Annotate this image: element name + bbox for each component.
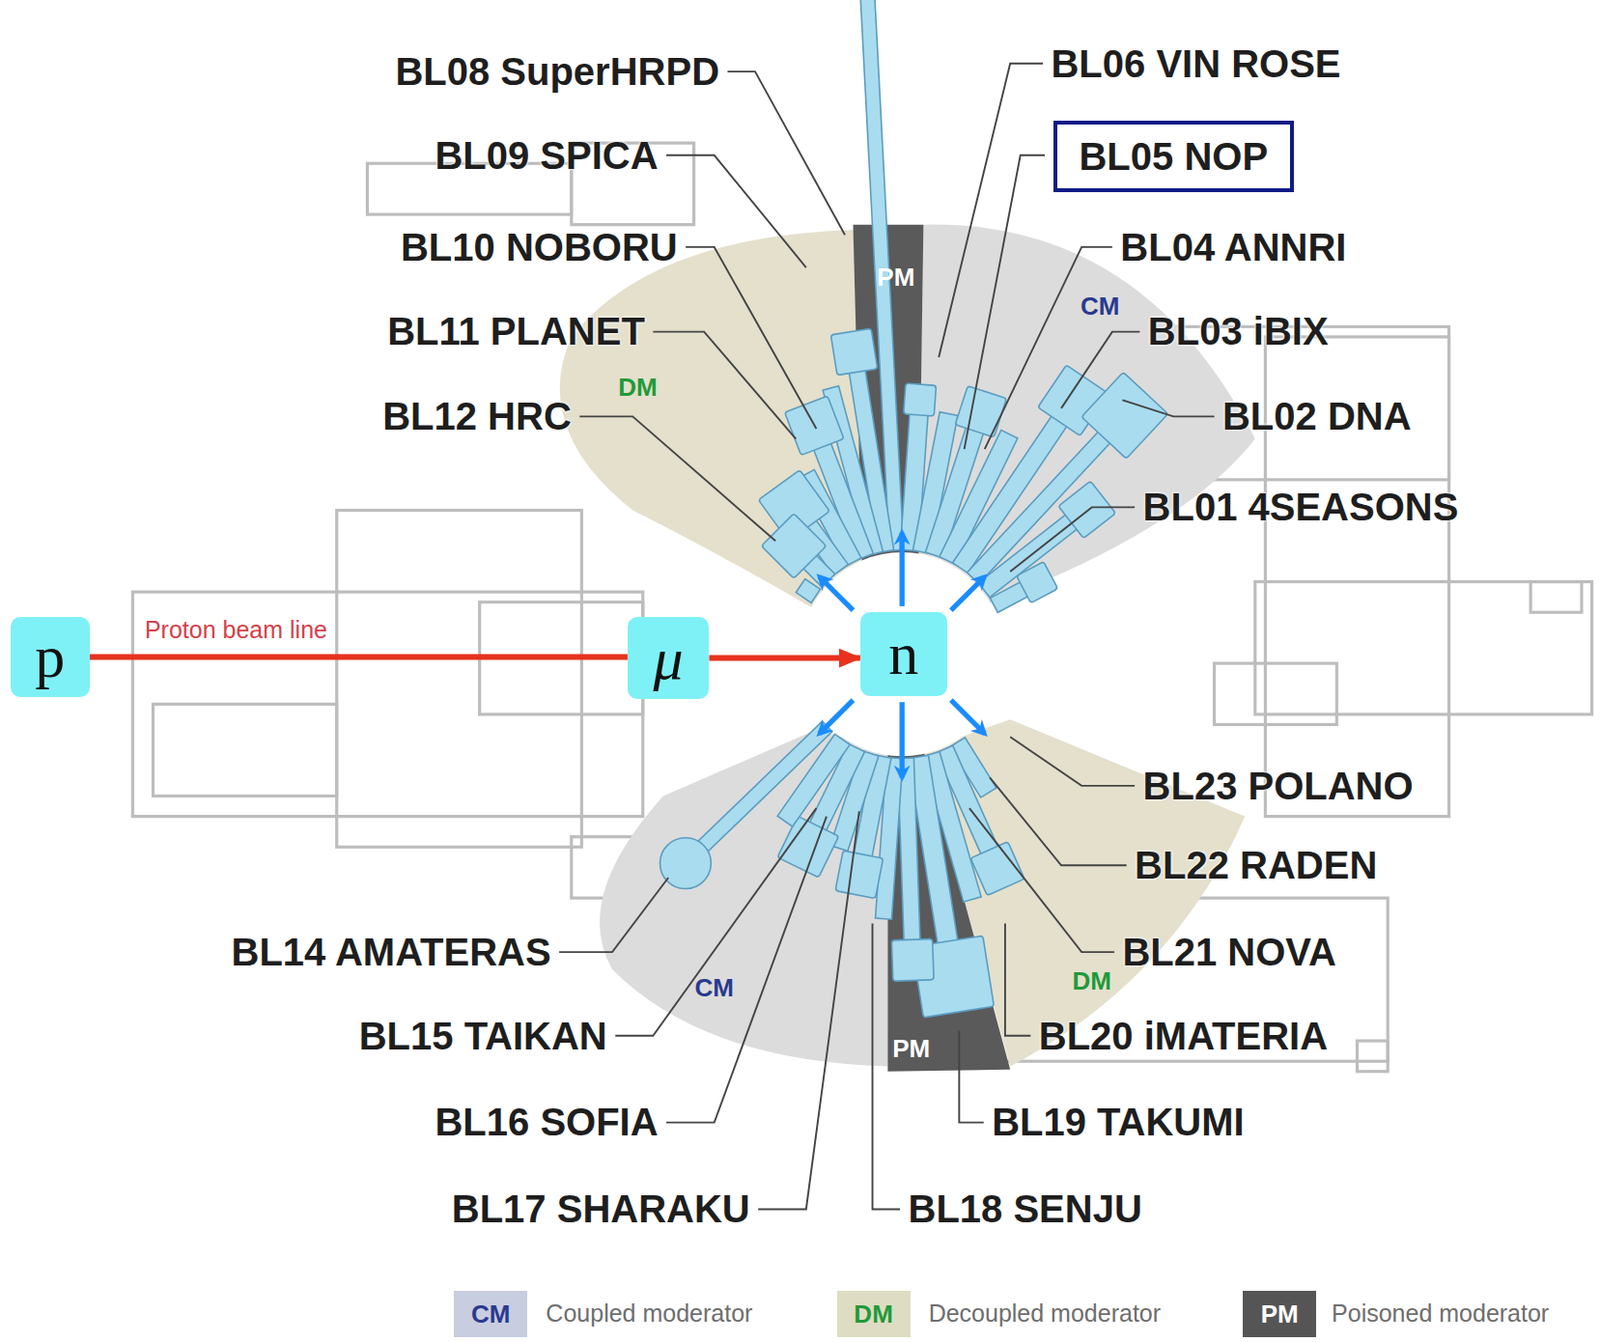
moderator-label: DM [617, 373, 657, 402]
moderator-label: PM [1261, 1300, 1299, 1329]
instrument-block [954, 386, 1007, 438]
legend-text: Coupled moderator [545, 1300, 753, 1328]
moderator-label: PM [892, 1035, 930, 1064]
beamline-label: BL15 TAIKAN [359, 1014, 608, 1058]
instrument-block [760, 513, 826, 579]
beamline-label: BL02 DNA [1222, 394, 1412, 438]
instrument-block [903, 383, 937, 417]
moderator-label: DM [853, 1300, 893, 1329]
beamline-label: BL06 VIN ROSE [1050, 42, 1341, 85]
instrument-block [1081, 371, 1169, 459]
beamline-shape [649, 707, 845, 899]
beam-connector [89, 654, 628, 661]
beamline-label: BL21 NOVA [1122, 930, 1337, 974]
node-text: n [888, 620, 919, 687]
beamline-label: BL03 iBIX [1148, 309, 1329, 353]
node-text: BL05 NOP [1078, 135, 1268, 178]
moderator-label: DM [1072, 967, 1112, 996]
beamline-label: BL16 SOFIA [434, 1100, 658, 1144]
legend-text: Decoupled moderator [928, 1300, 1161, 1328]
coupled-region [599, 729, 888, 1067]
beamline-label: BL23 POLANO [1143, 764, 1414, 808]
particle-box: p [10, 617, 90, 697]
poisoned-region [887, 750, 1011, 1072]
beamline-shape [986, 561, 1059, 619]
beamline-highlight-box: BL05 NOP [1053, 120, 1294, 193]
beamline-label: BL19 TAKUMI [991, 1100, 1244, 1144]
beamline-label: BL14 AMATERAS [231, 930, 552, 974]
decoupled-region [560, 229, 878, 608]
beamline-shape [795, 579, 820, 604]
beamline-label: BL09 SPICA [434, 134, 658, 177]
beamline-label: BL22 RADEN [1134, 843, 1377, 887]
node-text: p [34, 623, 65, 690]
beamline-label: BL12 HRC [382, 394, 572, 438]
moderator-label: CM [695, 974, 734, 1003]
building-outline [132, 142, 1592, 1072]
beamline-label: BL20 iMATERIA [1038, 1014, 1328, 1058]
moderator-label: CM [1080, 292, 1120, 321]
beam-label: Proton beam line [142, 617, 330, 645]
beamline-shape [951, 371, 1169, 599]
beam-connector [708, 655, 860, 662]
legend-text: Poisoned moderator [1331, 1300, 1549, 1328]
beamline-shape [971, 480, 1116, 607]
particle-box: μ [627, 617, 710, 700]
particle-box: n [860, 612, 948, 697]
coupled-region [918, 224, 1256, 608]
beam-guide [795, 579, 820, 604]
moderator-label: PM [876, 263, 915, 292]
instrument-block [891, 939, 934, 983]
beamline-label: BL04 ANNRI [1120, 225, 1347, 269]
instrument-block [1016, 561, 1059, 604]
beamline-label: BL18 SENJU [908, 1187, 1143, 1231]
beamline-label: BL08 SuperHRPD [394, 50, 720, 93]
beamline-label: BL17 SHARAKU [451, 1187, 751, 1231]
instrument-block [1058, 480, 1116, 538]
node-text: μ [653, 625, 684, 692]
beamline-label: BL01 4SEASONS [1143, 485, 1460, 529]
instrument-block [830, 328, 877, 375]
beamline-label: BL10 NOBORU [400, 225, 678, 269]
instrument-block [835, 850, 884, 899]
beamline-label: BL11 PLANET [387, 309, 646, 353]
moderator-label: CM [471, 1300, 510, 1329]
